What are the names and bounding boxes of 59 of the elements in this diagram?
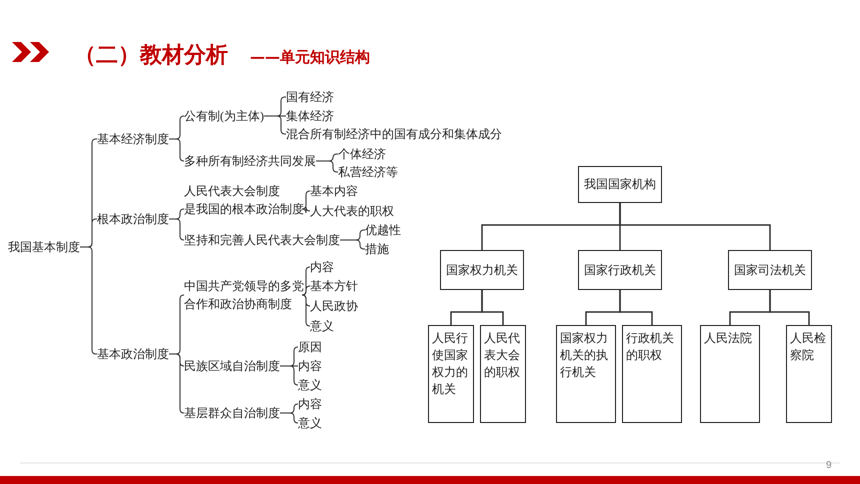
tree-label: 措施 [365, 240, 389, 258]
tree-label: 我国基本制度 [8, 238, 80, 256]
bracket-line [302, 206, 310, 214]
bracket-line [340, 240, 366, 250]
tree-label: 内容 [310, 258, 334, 276]
org-box: 人民法院 [700, 325, 760, 423]
tree-label: 国有经济 [286, 88, 334, 106]
org-box: 人民代表大会的职权 [480, 325, 526, 423]
connector-line [619, 290, 653, 325]
tree-label: 民族区域自治制度 [184, 357, 280, 375]
tree-label: 人民代表大会制度是我国的根本政治制度 [184, 182, 304, 218]
tree-label: 内容 [298, 395, 322, 413]
tree-label: 基本内容 [310, 182, 358, 200]
tree-label: 多种所有制经济共同发展 [184, 152, 316, 170]
tree-label: 人民政协 [310, 297, 358, 315]
org-box: 国家司法机关 [728, 250, 812, 290]
connector-line [481, 290, 504, 325]
connector-line [769, 290, 810, 325]
tree-label: 基层群众自治制度 [184, 404, 280, 422]
slide-title: （二）教材分析 [74, 42, 228, 70]
bracket-line [316, 160, 338, 172]
org-box: 国家权力机关的执行机关 [556, 325, 616, 423]
org-box: 行政机关的职权 [622, 325, 682, 423]
bracket-line [302, 190, 310, 210]
tree-label: 根本政治制度 [97, 210, 169, 228]
tree-label: 混合所有制经济中的国有成分和集体成分 [286, 125, 502, 143]
tree-label: 坚持和完善人民代表大会制度 [184, 231, 340, 249]
org-box: 人民行使国家权力的机关 [428, 325, 474, 423]
tree-label: 人大代表的职权 [310, 202, 394, 220]
tree-label: 优越性 [365, 221, 401, 239]
bracket-line [168, 138, 184, 162]
page-number: 9 [826, 460, 832, 471]
tree-label: 意义 [298, 414, 322, 432]
tree-label: 意义 [310, 317, 334, 335]
bracket-line [302, 294, 310, 326]
tree-label: 基本方针 [310, 277, 358, 295]
tree-label: 内容 [298, 357, 322, 375]
bracket-line [280, 412, 298, 424]
bracket-line [280, 366, 298, 386]
tree-label: 意义 [298, 376, 322, 394]
tree-label: 个体经济 [338, 145, 386, 163]
tree-label: 原因 [298, 338, 322, 356]
tree-label: 基本政治制度 [97, 345, 169, 363]
slide-subtitle: ——单元知识结构 [250, 48, 370, 67]
org-box: 国家权力机关 [440, 250, 524, 290]
org-box: 国家行政机关 [578, 250, 662, 290]
tree-label: 基本经济制度 [97, 130, 169, 148]
bracket-line [80, 246, 98, 354]
bracket-line [302, 286, 310, 296]
tree-label: 中国共产党领导的多党合作和政治协商制度 [184, 277, 304, 313]
tree-label: 集体经济 [286, 107, 334, 125]
connector-line [619, 203, 771, 250]
org-box: 我国国家机构 [578, 166, 662, 203]
bracket-line [264, 116, 286, 134]
tree-label: 私营经济等 [338, 163, 398, 181]
org-box: 人民检察院 [786, 325, 832, 423]
bracket-line [168, 218, 184, 240]
bracket-line [168, 354, 184, 414]
tree-label: 公有制(为主体) [184, 107, 264, 125]
